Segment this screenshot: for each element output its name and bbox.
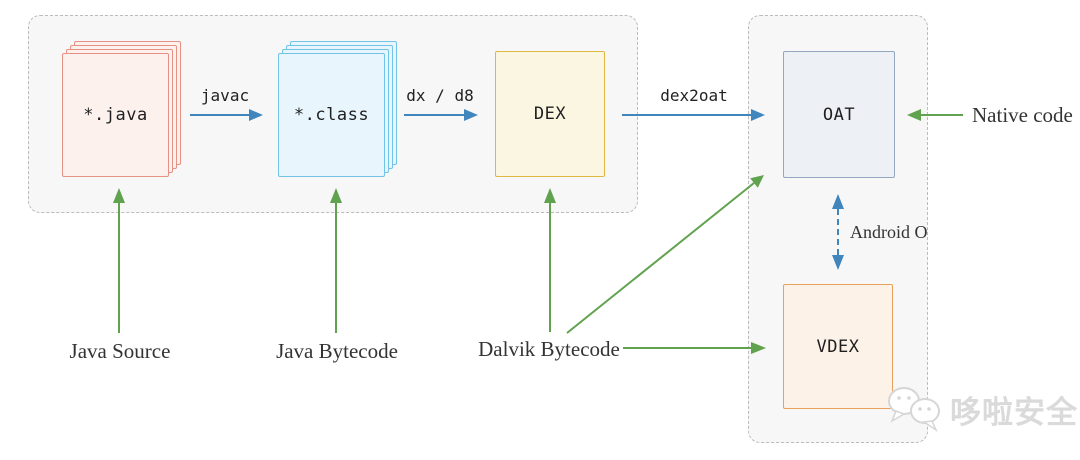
- java-source-stack: *.java: [62, 41, 182, 179]
- arrow-dalvik-to-vdex: [623, 342, 766, 354]
- watermark: 哆啦安全: [884, 381, 1078, 437]
- java-source-label: Java Source: [69, 339, 171, 363]
- arrow-dex2oat: [622, 109, 765, 121]
- watermark-text: 哆啦安全: [950, 394, 1078, 430]
- class-files-label: *.class: [293, 105, 370, 125]
- vdex-node: VDEX: [783, 284, 893, 409]
- dex2oat-arrow-label: dex2oat: [660, 86, 728, 105]
- java-bytecode-label: Java Bytecode: [276, 339, 398, 363]
- native-code-label: Native code: [972, 103, 1073, 127]
- java-files-node: *.java: [62, 53, 169, 177]
- dex-node: DEX: [495, 51, 605, 177]
- wechat-icon: [888, 387, 940, 433]
- oat-node: OAT: [783, 51, 895, 178]
- class-bytecode-stack: *.class: [278, 41, 398, 179]
- vdex-label: VDEX: [816, 336, 860, 357]
- dx-d8-arrow-label: dx / d8: [406, 86, 474, 105]
- javac-arrow-label: javac: [200, 86, 250, 105]
- dalvik-bytecode-label: Dalvik Bytecode: [478, 337, 620, 361]
- oat-label: OAT: [822, 104, 856, 125]
- java-files-label: *.java: [83, 105, 148, 125]
- android-o-label: Android O: [850, 222, 928, 242]
- class-files-node: *.class: [278, 53, 385, 177]
- dex-label: DEX: [533, 104, 567, 124]
